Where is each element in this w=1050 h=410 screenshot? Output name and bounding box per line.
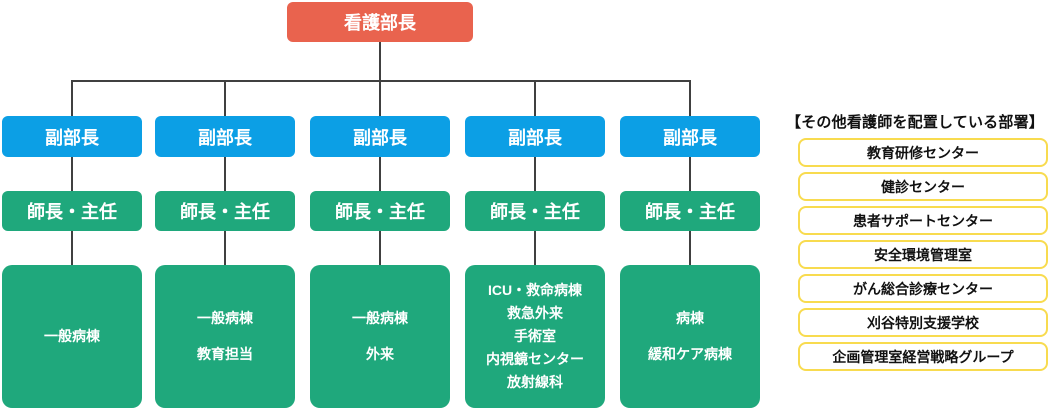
connector-line — [224, 157, 226, 191]
deputy-director-box: 副部長 — [155, 116, 295, 157]
connector-line — [71, 80, 73, 116]
side-panel-department-list: 教育研修センター 健診センター 患者サポートセンター 安全環境管理室 がん総合診… — [798, 138, 1048, 371]
connector-line — [379, 231, 381, 265]
department-box-general-ward: 一般病棟 — [2, 265, 142, 408]
connector-line — [71, 80, 691, 82]
head-nurse-chief-box: 師長・主任 — [310, 191, 450, 231]
head-nurse-chief-box: 師長・主任 — [155, 191, 295, 231]
side-department-item: がん総合診療センター — [798, 274, 1048, 303]
deputy-director-box: 副部長 — [620, 116, 760, 157]
side-department-item: 患者サポートセンター — [798, 206, 1048, 235]
department-line: 放射線科 — [507, 374, 563, 390]
side-department-item: 健診センター — [798, 172, 1048, 201]
connector-line — [534, 231, 536, 265]
connector-line — [224, 231, 226, 265]
head-nurse-chief-box: 師長・主任 — [465, 191, 605, 231]
connector-line — [689, 231, 691, 265]
side-department-item: 企画管理室経営戦略グループ — [798, 342, 1048, 371]
department-line: 手術室 — [514, 328, 556, 344]
department-line: 緩和ケア病棟 — [648, 346, 732, 362]
deputy-director-box: 副部長 — [465, 116, 605, 157]
connector-line — [71, 231, 73, 265]
side-panel-title: 【その他看護師を配置している部署】 — [786, 114, 1044, 131]
director-of-nursing-box: 看護部長 — [287, 2, 473, 42]
department-line: 救急外来 — [507, 305, 563, 321]
connector-line — [689, 157, 691, 191]
connector-line — [534, 157, 536, 191]
department-box-general-ward-outpatient: 一般病棟外来 — [310, 265, 450, 408]
head-nurse-chief-box: 師長・主任 — [2, 191, 142, 231]
department-line: 外来 — [366, 346, 394, 362]
department-line: 一般病棟 — [44, 328, 100, 344]
department-line: ICU・救命病棟 — [487, 282, 583, 298]
department-box-palliative-ward: 病棟緩和ケア病棟 — [620, 265, 760, 408]
department-line: 教育担当 — [197, 346, 253, 362]
connector-line — [534, 80, 536, 116]
department-box-general-ward-education: 一般病棟教育担当 — [155, 265, 295, 408]
connector-line — [689, 80, 691, 116]
department-line: 内視鏡センター — [486, 351, 584, 367]
department-line: 一般病棟 — [352, 310, 408, 326]
side-department-item: 教育研修センター — [798, 138, 1048, 167]
side-department-item: 安全環境管理室 — [798, 240, 1048, 269]
connector-line — [71, 157, 73, 191]
connector-line — [379, 42, 381, 80]
connector-line — [379, 80, 381, 116]
department-line: 一般病棟 — [197, 310, 253, 326]
department-line: 病棟 — [676, 310, 704, 326]
side-department-item: 刈谷特別支援学校 — [798, 308, 1048, 337]
deputy-director-box: 副部長 — [310, 116, 450, 157]
deputy-director-box: 副部長 — [2, 116, 142, 157]
connector-line — [224, 80, 226, 116]
department-box-icu-emergency: ICU・救命病棟救急外来手術室内視鏡センター放射線科 — [465, 265, 605, 408]
connector-line — [379, 157, 381, 191]
head-nurse-chief-box: 師長・主任 — [620, 191, 760, 231]
